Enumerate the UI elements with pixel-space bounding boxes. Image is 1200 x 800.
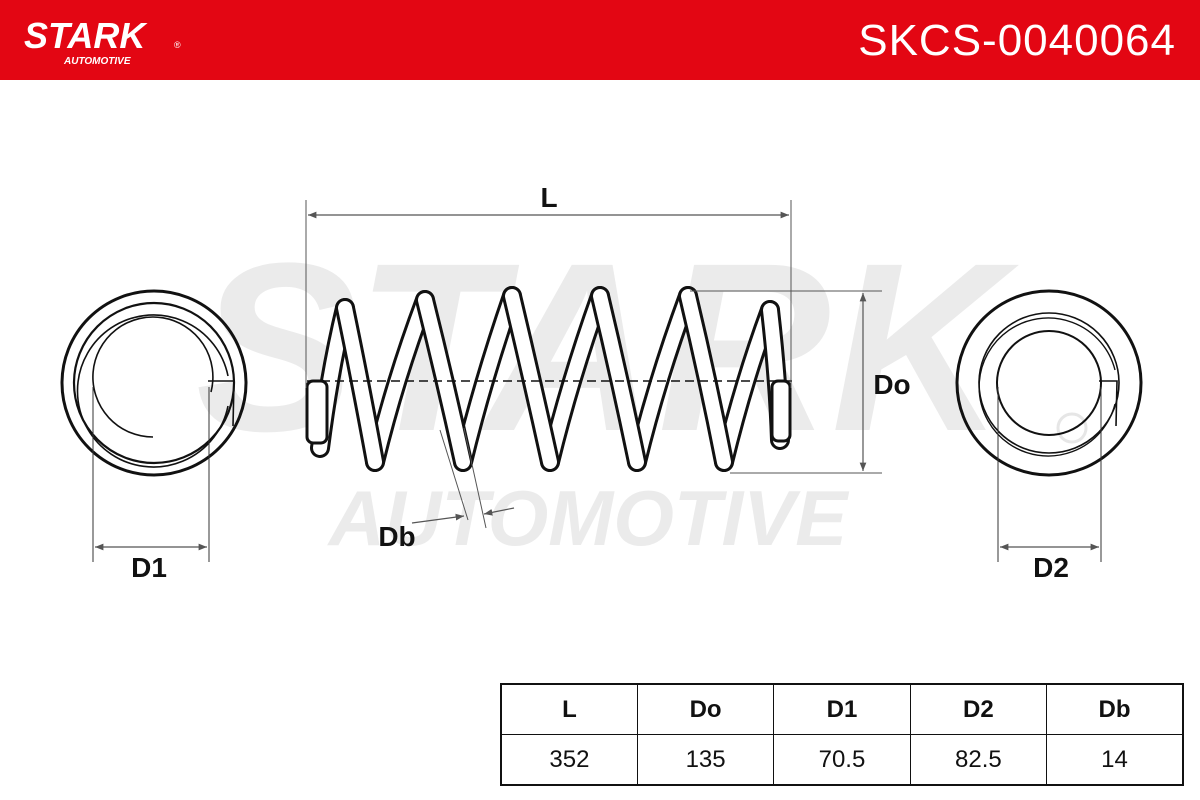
spec-value-cell: 82.5 [909,734,1048,786]
logo-sub-text: AUTOMOTIVE [63,56,131,67]
watermark-registered-icon [1056,412,1088,444]
spec-header-cell: Db [1046,683,1184,735]
spring-diagram: STARK AUTOMOTIVE [60,182,1143,583]
label-end-diameter-1: D1 [131,552,167,583]
label-length: L [540,182,557,213]
spec-value-cell: 135 [636,734,775,786]
end-view-left [60,289,248,562]
spec-value-cell: 70.5 [773,734,911,786]
label-end-diameter-2: D2 [1033,552,1069,583]
spring-side-view [305,286,792,472]
length-dimension [305,200,792,388]
registered-mark-icon: ® [174,40,181,50]
watermark-sub: AUTOMOTIVE [327,474,850,562]
header-bar: STARK ® AUTOMOTIVE SKCS-0040064 [0,0,1200,80]
label-outer-diameter: Do [873,369,910,400]
spec-table: L Do D1 D2 Db 352 135 70.5 82.5 14 [500,683,1184,786]
end-view-right [955,289,1143,562]
spec-header-cell: D2 [909,683,1048,735]
stark-logo: STARK ® AUTOMOTIVE [24,15,181,67]
spec-header-row: L Do D1 D2 Db [500,683,1184,735]
label-bar-diameter: Db [378,521,415,552]
spec-value-row: 352 135 70.5 82.5 14 [500,734,1184,786]
spec-header-cell: D1 [773,683,911,735]
spec-header-cell: L [500,683,638,735]
spec-value-cell: 352 [500,734,638,786]
spec-value-cell: 14 [1046,734,1184,786]
outer-diameter-dimension [690,290,882,474]
logo-brand-text: STARK [24,15,148,56]
spec-header-cell: Do [636,683,775,735]
part-number: SKCS-0040064 [858,16,1176,65]
bar-diameter-dimension [411,427,515,529]
